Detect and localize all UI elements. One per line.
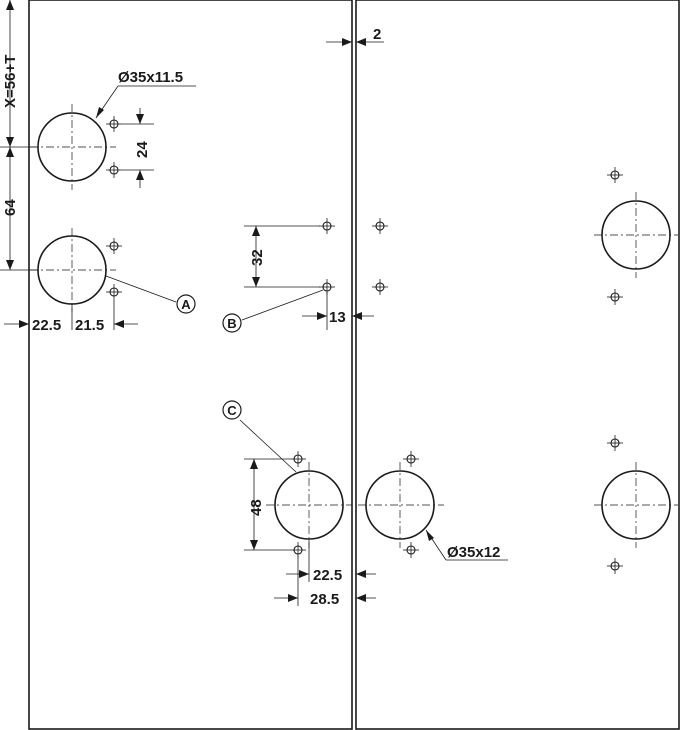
dimension-64: 64: [2, 199, 19, 216]
svg-text:C: C: [227, 403, 237, 418]
svg-text:A: A: [181, 297, 191, 312]
dimension-13: 13: [329, 309, 346, 326]
svg-text:B: B: [227, 316, 236, 331]
dimension-22-5-right: 22.5: [313, 567, 342, 584]
callout-a: A: [176, 294, 196, 314]
diameter-label-a: Ø35x11.5: [118, 69, 183, 86]
dimension-21-5: 21.5: [75, 317, 104, 334]
dimension-48: 48: [248, 499, 265, 516]
dimension-24: 24: [134, 141, 151, 158]
dimension-32: 32: [249, 249, 266, 266]
dimension-x-formula: X=56+T: [2, 55, 19, 108]
callout-c: C: [222, 400, 242, 420]
hinge-cup-lower-right-outer: [594, 462, 678, 548]
diameter-label-b: Ø35x12: [447, 544, 500, 561]
hinge-cup-lower-right-inner: [358, 462, 444, 548]
dimension-22-5-left: 22.5: [32, 317, 61, 334]
dimension-2: 2: [373, 26, 381, 43]
dimension-28-5: 28.5: [310, 591, 339, 608]
door-panel-left: [28, 0, 353, 730]
hinge-cup-c: [266, 462, 352, 548]
callout-b: B: [222, 313, 242, 333]
hinge-cup-upper-right: [594, 192, 678, 278]
door-panel-right: [355, 0, 680, 730]
